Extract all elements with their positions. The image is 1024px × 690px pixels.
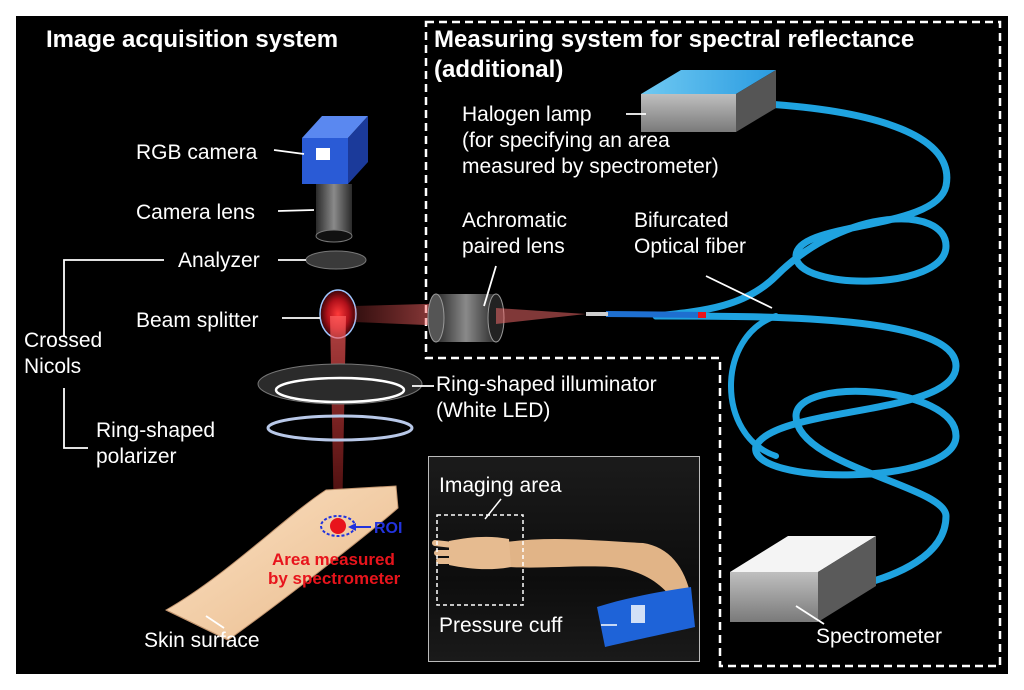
arm	[499, 538, 691, 607]
measuring-system-boundary	[424, 20, 1002, 668]
crossed-nicols-label-1: Crossed	[24, 329, 103, 352]
measuring-system-title: Measuring system for spectral reflectanc…	[434, 26, 915, 53]
analyzer-label: Analyzer	[178, 249, 260, 272]
area-measured-label-2: by spectrometer	[268, 569, 401, 588]
imaging-area-label: Imaging area	[439, 474, 562, 497]
imaging-area-box	[436, 514, 524, 606]
ring-polarizer-label-1: Ring-shaped	[96, 419, 216, 442]
optical-fiber	[652, 100, 960, 590]
halogen-lamp-label-1: Halogen lamp	[462, 103, 592, 126]
pressure-cuff-label: Pressure cuff	[439, 614, 563, 637]
hand	[449, 536, 511, 570]
halogen-lamp	[641, 70, 776, 132]
achromatic-lens-label-2: paired lens	[462, 235, 565, 258]
spectrometer-box	[730, 536, 876, 622]
achromatic-lens-label-1: Achromatic	[462, 209, 568, 232]
diagram-canvas: Imaging area Pressure cuff Image acquisi…	[16, 16, 1008, 674]
spectrometer-label: Spectrometer	[816, 625, 943, 648]
ring-illuminator	[257, 363, 423, 405]
diagram-graphics	[63, 20, 1002, 668]
fiber-connector	[605, 311, 707, 318]
rgb-camera	[302, 116, 368, 184]
photo-graphics	[432, 498, 695, 647]
ring-polarizer-label-2: polarizer	[96, 445, 177, 468]
achromatic-lens	[427, 293, 505, 343]
camera-lens-label: Camera lens	[136, 201, 256, 224]
ring-illuminator-label-1: Ring-shaped illuminator	[436, 373, 657, 396]
halogen-lamp-label-3: measured by spectrometer)	[462, 155, 719, 178]
measuring-system-subtitle: (additional)	[434, 56, 564, 83]
ring-illuminator-label-2: (White LED)	[436, 399, 551, 422]
ring-polarizer	[266, 414, 414, 442]
roi-label: ROI	[374, 520, 403, 537]
skin-surface-label: Skin surface	[144, 629, 260, 652]
beam-splitter-label: Beam splitter	[136, 309, 259, 332]
image-acquisition-title: Image acquisition system	[46, 26, 339, 53]
photo-inset: Imaging area Pressure cuff	[428, 456, 700, 662]
optical-fiber-label-2: Optical fiber	[634, 235, 747, 258]
optical-fiber-label-1: Bifurcated	[634, 209, 729, 232]
camera-lens	[315, 184, 353, 243]
pressure-cuff-band	[597, 587, 695, 647]
halogen-lamp-label-2: (for specifying an area	[462, 129, 670, 152]
rgb-camera-label: RGB camera	[136, 141, 258, 164]
crossed-nicols-label-2: Nicols	[24, 355, 82, 378]
area-measured-label-1: Area measured	[272, 550, 395, 569]
leader-lines	[63, 113, 825, 629]
measurement-spot	[330, 518, 346, 534]
analyzer-disc	[305, 250, 367, 270]
